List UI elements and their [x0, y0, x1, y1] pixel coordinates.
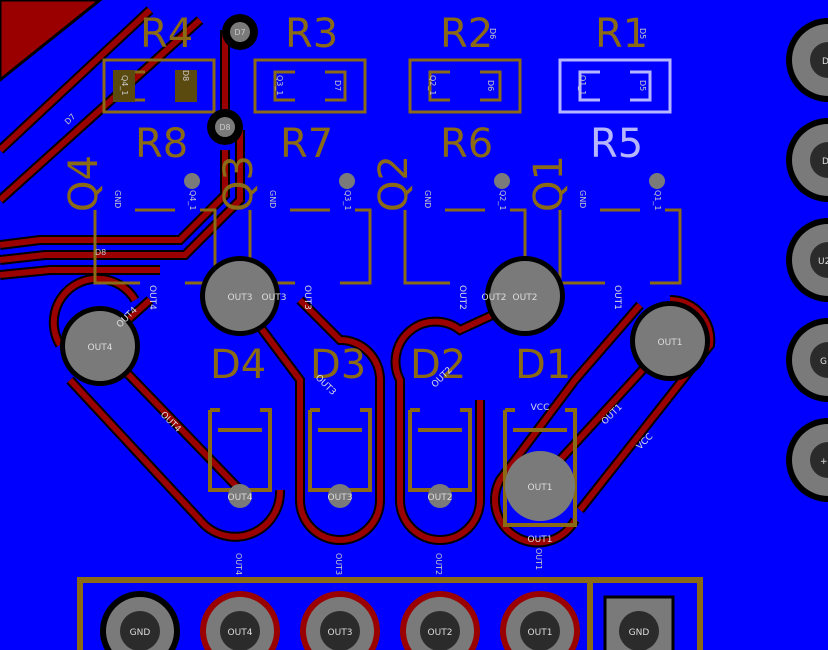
label-d5: D5 — [638, 28, 647, 39]
pad-right-g: G — [820, 357, 827, 367]
pad-out2: OUT2 — [513, 293, 538, 303]
resistor-footprints — [102, 58, 672, 114]
ref-r5: R5 — [590, 121, 643, 167]
pad-out1: OUT1 — [658, 338, 683, 348]
ref-d1: D1 — [515, 342, 571, 388]
footprint-r2 — [408, 58, 522, 114]
ref-q1: Q1 — [526, 155, 572, 212]
label-vcc-d1: VCC — [531, 403, 550, 413]
ref-r1: R1 — [595, 11, 648, 57]
pad-right-plus: + — [820, 457, 828, 467]
label-out4-bottom: OUT4 — [234, 553, 243, 575]
label-d8-r4: D8 — [181, 70, 190, 81]
label-out1-vert: OUT1 — [612, 285, 622, 310]
connector-pin-2: OUT4 — [228, 628, 253, 638]
label-out4-vert: OUT4 — [147, 285, 157, 310]
label-q1-1: Q1_1 — [653, 190, 662, 210]
ref-d4: D4 — [210, 342, 266, 388]
ref-d3: D3 — [310, 342, 366, 388]
transistor-labels: Q4 Q3 Q2 Q1 — [61, 155, 572, 212]
label-out1-d1: OUT1 — [528, 535, 553, 545]
trace-out3: OUT3 — [262, 293, 287, 303]
label-d8-trace: D8 — [95, 248, 106, 257]
ref-r2: R2 — [440, 11, 493, 57]
ref-q4: Q4 — [61, 155, 107, 212]
vias: D7 D8 — [184, 14, 665, 189]
label-gnd-q1: GND — [578, 190, 587, 208]
label-q3-1-r3: Q3_1 — [275, 75, 284, 95]
label-d7-r3: D7 — [333, 80, 342, 91]
label-q4-1: Q4_1 — [188, 190, 197, 210]
label-out2-vert: OUT2 — [457, 285, 467, 310]
label-q4-1-r4: Q4_1 — [120, 75, 129, 95]
diode-footprints — [208, 408, 577, 527]
connector-pin-3: OUT3 — [328, 628, 353, 638]
label-q1-1-r1: Q1_1 — [578, 75, 587, 95]
copper-traces-top-left — [0, 0, 245, 280]
pad-out2-d2: OUT2 — [428, 493, 453, 503]
label-d6-r2: D6 — [486, 80, 495, 91]
resistor-labels-top: R4 R3 R2 R1 — [140, 11, 648, 57]
footprint-r3 — [253, 58, 367, 114]
resistor-labels-bottom: R8 R7 R6 R5 — [135, 121, 643, 167]
ref-r4: R4 — [140, 11, 193, 57]
via-d8-label: D8 — [219, 123, 230, 132]
label-out1-bottom: OUT1 — [534, 548, 543, 570]
ref-r3: R3 — [285, 11, 338, 57]
pad-right-1: D — [822, 57, 828, 67]
label-q3-1: Q3_1 — [343, 190, 352, 210]
connector-pin-6: GND — [629, 628, 650, 638]
connector-pin-5: OUT1 — [528, 628, 553, 638]
diode-labels: D4 D3 D2 D1 — [210, 342, 571, 388]
label-out3-bottom: OUT3 — [334, 553, 343, 575]
label-q2-1-r2: Q2_1 — [428, 75, 437, 95]
via-d7-label: D7 — [234, 28, 245, 37]
pad-out4: OUT4 — [88, 343, 113, 353]
label-d6: D6 — [488, 28, 497, 39]
label-gnd-q3: GND — [268, 190, 277, 208]
footprint-r4 — [102, 58, 216, 114]
right-edge-pads: D D U2 G + — [786, 18, 828, 502]
ref-d2: D2 — [410, 342, 466, 388]
pad-out3: OUT3 — [228, 293, 253, 303]
label-gnd-q2: GND — [423, 190, 432, 208]
through-hole-pads — [60, 256, 710, 521]
label-out2-bottom: OUT2 — [434, 553, 443, 575]
ref-r8: R8 — [135, 121, 188, 167]
label-gnd-q4: GND — [113, 190, 122, 208]
ref-q3: Q3 — [216, 155, 262, 212]
ref-r7: R7 — [280, 121, 333, 167]
pad-right-2: D — [822, 157, 828, 167]
label-q2-1: Q2_1 — [498, 190, 507, 210]
ref-q2: Q2 — [371, 155, 417, 212]
connector-pin-4: OUT2 — [428, 628, 453, 638]
pad-out3-d3: OUT3 — [328, 493, 353, 503]
pad-out1-d1: OUT1 — [528, 483, 553, 493]
pad-out4-d4: OUT4 — [228, 493, 253, 503]
label-d5-r1: D5 — [638, 80, 647, 91]
label-out3-vert: OUT3 — [302, 285, 312, 310]
trace-out2: OUT2 — [482, 293, 507, 303]
ref-r6: R6 — [440, 121, 493, 167]
connector-pin-1: GND — [130, 628, 151, 638]
footprint-r1 — [558, 58, 672, 114]
pad-right-u2: U2 — [818, 257, 828, 267]
connector-header: GND OUT4 OUT3 OUT2 OUT1 GND — [77, 577, 703, 650]
